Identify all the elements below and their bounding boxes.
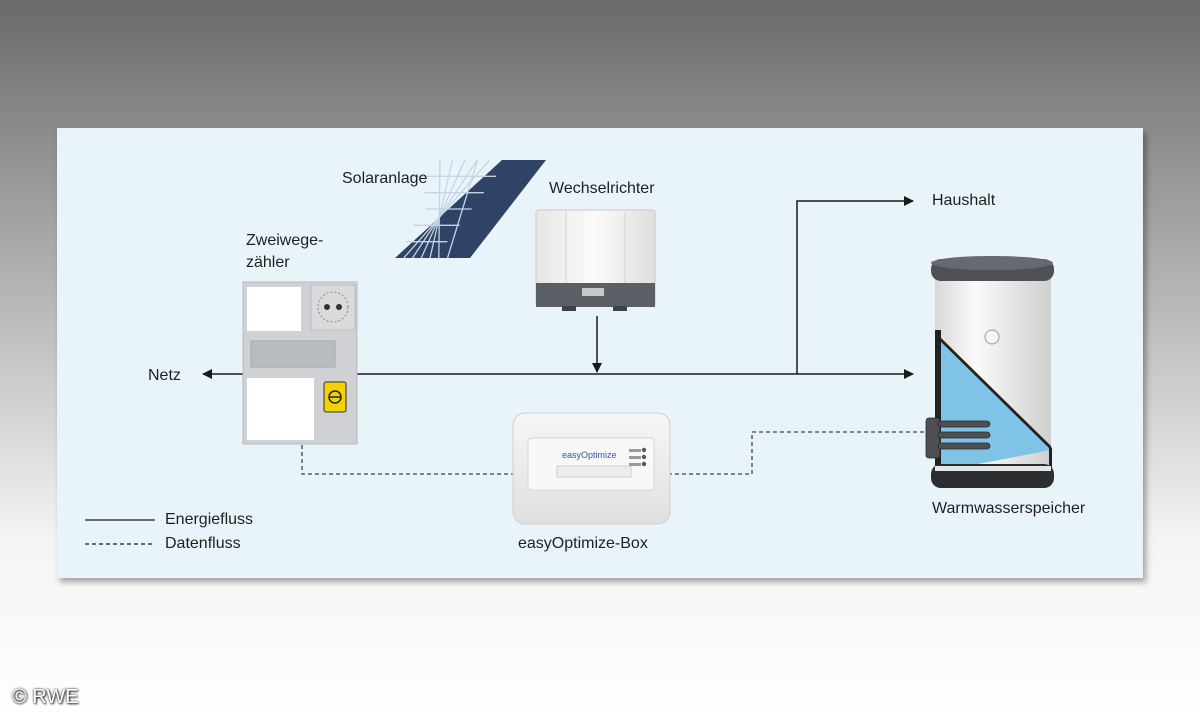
energy-flow-lines: [202, 196, 914, 379]
inverter: [535, 209, 656, 311]
easyoptimize-box: easyOptimize: [512, 412, 671, 525]
label-warmwasserspeicher: Warmwasserspeicher: [932, 500, 1086, 517]
label-solaranlage: Solaranlage: [342, 170, 428, 187]
label-zaehler: zähler: [246, 254, 290, 271]
label-easyoptimize-box: easyOptimize-Box: [518, 535, 648, 552]
hot-water-tank: [925, 256, 1054, 488]
legend-energiefluss: Energiefluss: [165, 511, 254, 528]
meter: [242, 281, 358, 445]
data-flow-lines: [301, 431, 932, 475]
heating-element: [925, 417, 991, 459]
solar-panel: [395, 159, 546, 259]
label-haushalt: Haushalt: [932, 192, 996, 209]
label-netz: Netz: [148, 367, 181, 384]
copyright-rwe: © RWE: [12, 686, 79, 708]
legend-datenfluss: Datenfluss: [165, 535, 241, 552]
label-zweiwege: Zweiwege-: [246, 232, 324, 249]
box-logo-text: easyOptimize: [562, 450, 617, 460]
legend-lines: [85, 519, 155, 545]
label-wechselrichter: Wechselrichter: [549, 180, 655, 197]
household-arrow: [796, 196, 914, 374]
